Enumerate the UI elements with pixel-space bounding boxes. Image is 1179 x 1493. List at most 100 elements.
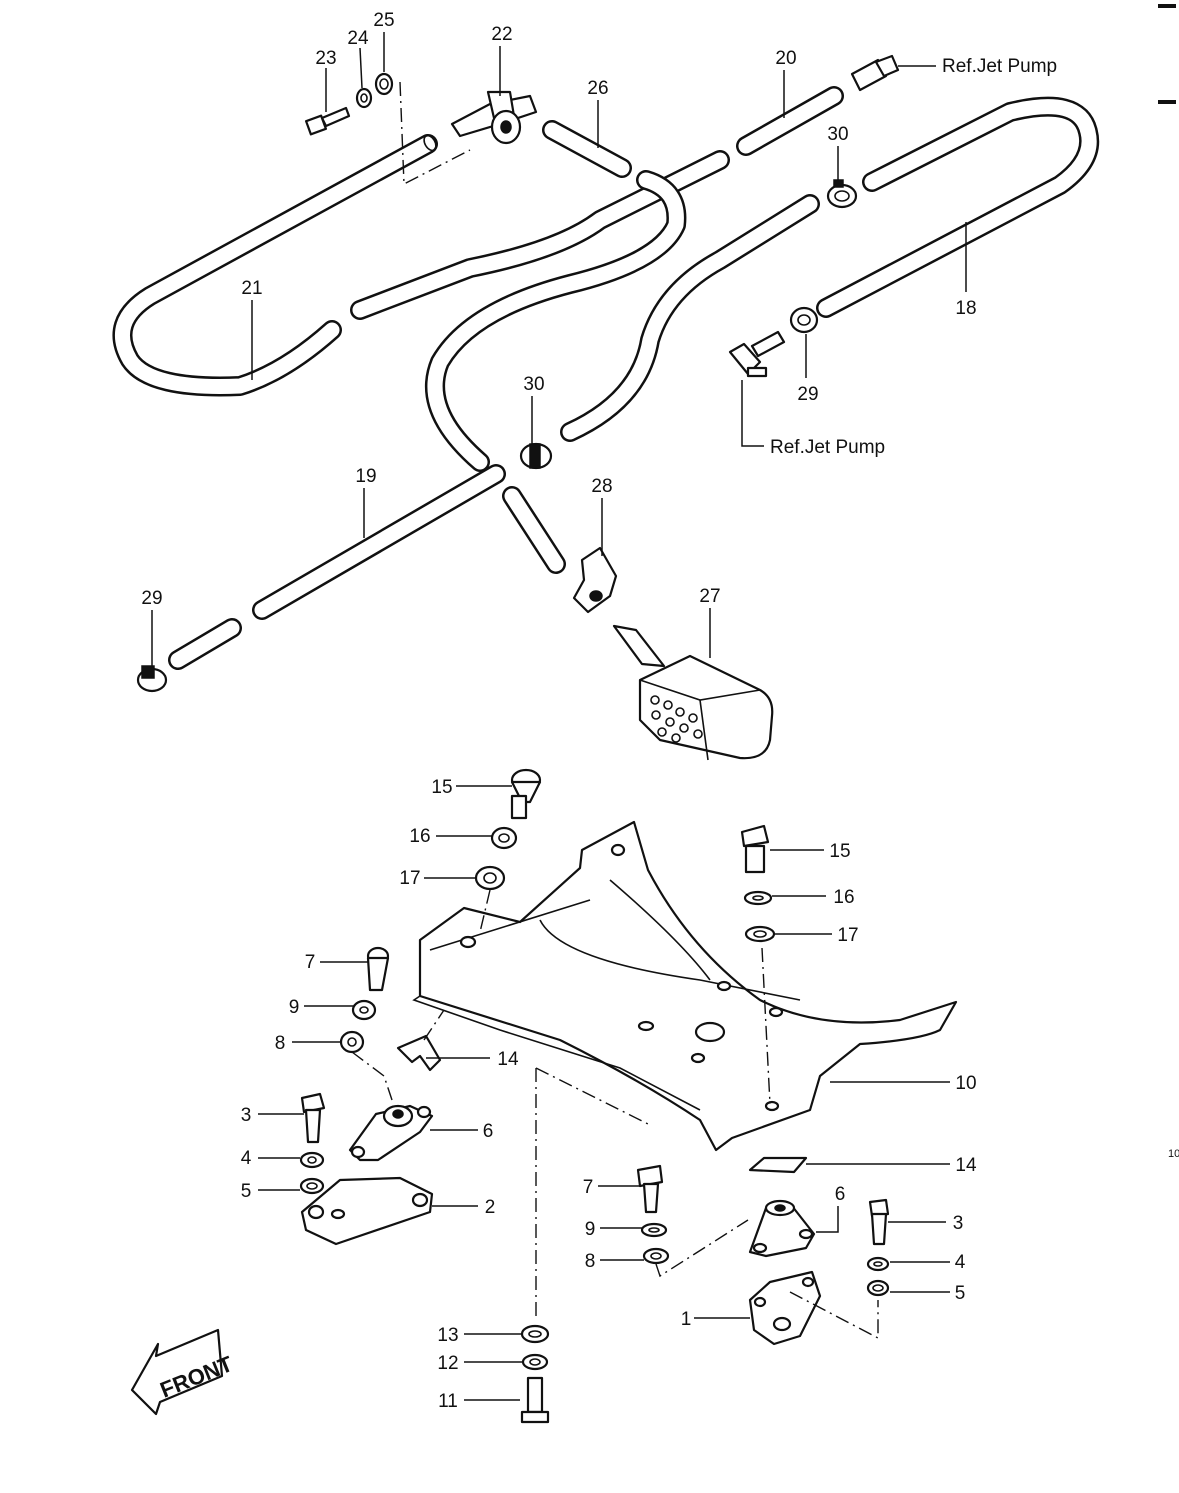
callout-29-left: 29 — [141, 588, 162, 609]
ref-jet-pump-mid: Ref.Jet Pump — [770, 437, 885, 458]
hose-21 — [112, 134, 438, 397]
callout-9-left: 9 — [289, 997, 300, 1018]
callout-15-right: 15 — [829, 841, 850, 862]
hose-18 — [816, 96, 1100, 318]
callout-12: 12 — [437, 1353, 458, 1374]
callout-22: 22 — [491, 24, 512, 45]
callout-13: 13 — [437, 1325, 458, 1346]
bolt-11 — [520, 1376, 550, 1424]
hose-20 — [736, 86, 844, 156]
ref-jet-pump-top: Ref.Jet Pump — [942, 56, 1057, 77]
strainer-holes — [650, 695, 703, 743]
washer-8-left — [339, 1030, 365, 1054]
callout-9-right: 9 — [585, 1219, 596, 1240]
callout-4-left: 4 — [241, 1148, 252, 1169]
callout-15-left: 15 — [431, 777, 452, 798]
washer-13 — [520, 1324, 550, 1344]
washer-4-right — [866, 1256, 890, 1272]
callout-6-right: 6 — [835, 1184, 846, 1205]
corner-mark-mid — [1158, 100, 1176, 104]
shim-14-right — [748, 1156, 808, 1174]
callout-20: 20 — [775, 48, 796, 69]
fitting-22 — [450, 90, 538, 145]
bolt-7-left — [366, 946, 390, 992]
callout-11: 11 — [438, 1391, 458, 1412]
clamp-30-upper — [826, 179, 858, 209]
callout-10: 10 — [955, 1073, 976, 1094]
hose-short-mid — [502, 486, 566, 574]
callout-29-right: 29 — [797, 384, 818, 405]
callout-21: 21 — [241, 278, 262, 299]
mount-6-right — [748, 1199, 816, 1258]
callout-8-left: 8 — [275, 1033, 286, 1054]
hose-26 — [542, 120, 632, 178]
mount-6-left — [348, 1104, 434, 1162]
clamp-30-lower — [519, 442, 553, 470]
page-mark: 10 — [1168, 1148, 1179, 1160]
washer-24 — [355, 87, 373, 109]
callout-19: 19 — [355, 466, 376, 487]
callout-17-left: 17 — [399, 868, 420, 889]
washer-8-right — [642, 1247, 670, 1265]
bolt-3-left — [300, 1092, 326, 1144]
callout-4-right: 4 — [955, 1252, 966, 1273]
callout-25: 25 — [373, 10, 394, 31]
hose-19 — [252, 464, 506, 620]
washer-16-right — [743, 890, 773, 906]
callout-16-right: 16 — [833, 887, 854, 908]
bolt-7-right — [636, 1164, 664, 1214]
washer-25 — [374, 72, 394, 96]
washer-5-right — [866, 1279, 890, 1297]
callout-26: 26 — [587, 78, 608, 99]
engine-bed-10 — [412, 820, 958, 1152]
hose-hidden-segment — [350, 150, 730, 320]
bolt-15-left — [510, 768, 542, 820]
callout-16-left: 16 — [409, 826, 430, 847]
callout-labels: 23 24 25 22 26 20 30 21 18 29 30 19 28 2… — [141, 10, 1057, 1412]
callout-14-left: 14 — [497, 1049, 519, 1070]
callout-5-right: 5 — [955, 1283, 966, 1304]
callout-1: 1 — [681, 1309, 692, 1330]
bracket-1 — [748, 1270, 822, 1346]
callout-3-left: 3 — [241, 1105, 252, 1126]
washer-17-left — [474, 865, 506, 891]
washer-4-left — [299, 1151, 325, 1169]
clamp-29-left — [136, 665, 168, 693]
bolt-3-right — [868, 1198, 890, 1246]
callout-27: 27 — [699, 586, 720, 607]
bracket-28 — [572, 546, 618, 614]
bolt-15-right — [740, 824, 770, 874]
callout-6-left: 6 — [483, 1121, 494, 1142]
hose-main-s — [425, 170, 820, 472]
washer-5-left — [299, 1177, 325, 1195]
shim-14-left — [396, 1034, 442, 1072]
bolt-23 — [304, 106, 351, 136]
callout-14-right: 14 — [955, 1155, 977, 1176]
callout-8-right: 8 — [585, 1251, 596, 1272]
washer-9-left — [351, 999, 377, 1021]
callout-30-lower: 30 — [523, 374, 544, 395]
plate-2 — [300, 1176, 434, 1246]
front-arrow: FRONT — [130, 1328, 237, 1416]
callout-18: 18 — [955, 298, 976, 319]
jet-pump-nipple-top — [850, 54, 900, 92]
callout-2: 2 — [485, 1197, 496, 1218]
callout-23: 23 — [315, 48, 336, 69]
washer-17-right — [744, 925, 776, 943]
leader-lines — [151, 32, 967, 1401]
callout-5-left: 5 — [241, 1181, 252, 1202]
elbow-fitting — [728, 330, 786, 378]
washer-12 — [521, 1353, 549, 1371]
callout-7-right: 7 — [583, 1177, 594, 1198]
callout-28: 28 — [591, 476, 612, 497]
washer-9-right — [640, 1222, 668, 1238]
callout-30-upper: 30 — [827, 124, 848, 145]
strainer-27 — [612, 624, 774, 761]
hose-short-left — [168, 618, 242, 670]
callout-24: 24 — [347, 28, 369, 49]
callout-3-right: 3 — [953, 1213, 964, 1234]
washer-16-left — [490, 826, 518, 850]
corner-mark-top — [1158, 4, 1176, 8]
callout-7-left: 7 — [305, 952, 316, 973]
